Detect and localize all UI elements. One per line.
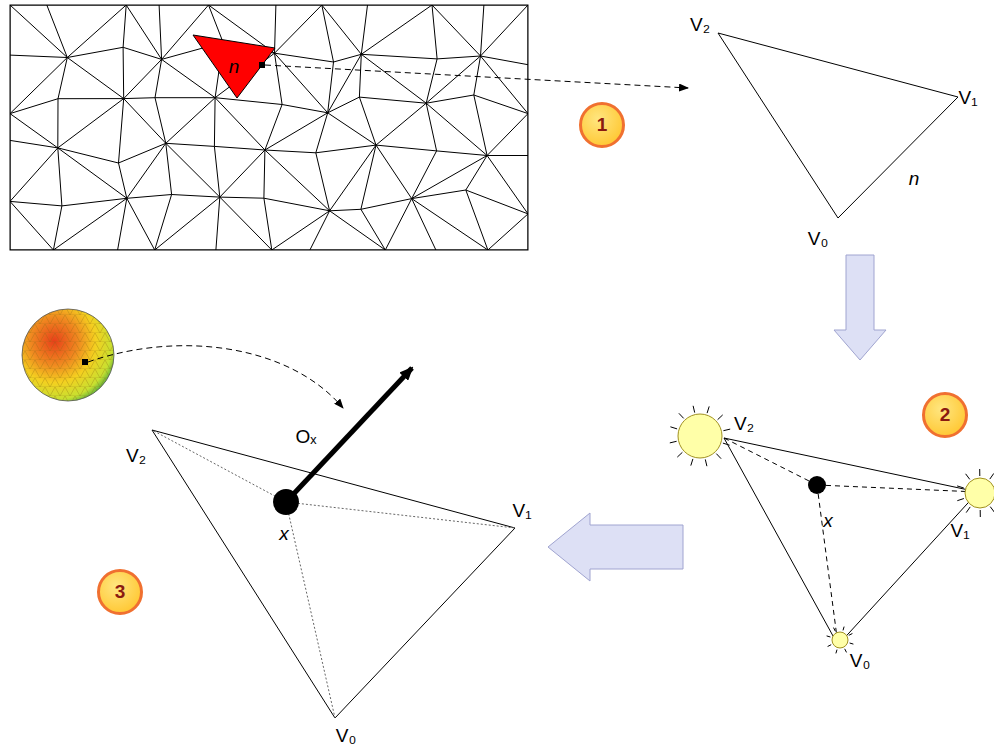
block-arrow xyxy=(834,255,886,360)
sample-point xyxy=(259,62,265,68)
vertex-label: V₀ xyxy=(850,651,871,670)
triangle-mesh xyxy=(10,5,528,250)
vertex-label: V₂ xyxy=(690,15,710,34)
dashed-arrow xyxy=(265,65,688,88)
vertex-label: V₂ xyxy=(126,446,146,465)
vertex-label: V₂ xyxy=(734,414,754,433)
selected-triangle xyxy=(193,35,275,98)
colored-sphere xyxy=(22,309,114,401)
vertex-label: V₁ xyxy=(950,521,969,540)
vertex-label: n xyxy=(909,169,920,188)
vertex-label: V₁ xyxy=(512,501,531,520)
vertex-label: V₁ xyxy=(958,88,977,107)
callout-number: 1 xyxy=(579,102,625,148)
callout-text: 1 xyxy=(597,114,608,136)
vertex-label: n xyxy=(229,57,240,76)
callout-text: 2 xyxy=(940,404,951,426)
vertex-label: Oₓ xyxy=(295,427,316,446)
vertex-label: x xyxy=(279,524,289,543)
triangle-with-lights xyxy=(670,406,994,654)
callout-number: 2 xyxy=(922,392,968,438)
block-arrow xyxy=(548,513,683,581)
vertex-label: x xyxy=(823,511,833,530)
callout-number: 3 xyxy=(97,569,143,615)
vertex-label: V₀ xyxy=(336,726,357,745)
light-rays xyxy=(670,406,994,654)
triangle-with-normal xyxy=(152,368,515,718)
triangle xyxy=(718,33,958,218)
callout-text: 3 xyxy=(115,581,126,603)
dashed-arrow xyxy=(88,346,343,408)
mesh-edges xyxy=(10,5,528,250)
mesh-border xyxy=(10,5,528,250)
vertex-label: V₀ xyxy=(808,229,829,248)
